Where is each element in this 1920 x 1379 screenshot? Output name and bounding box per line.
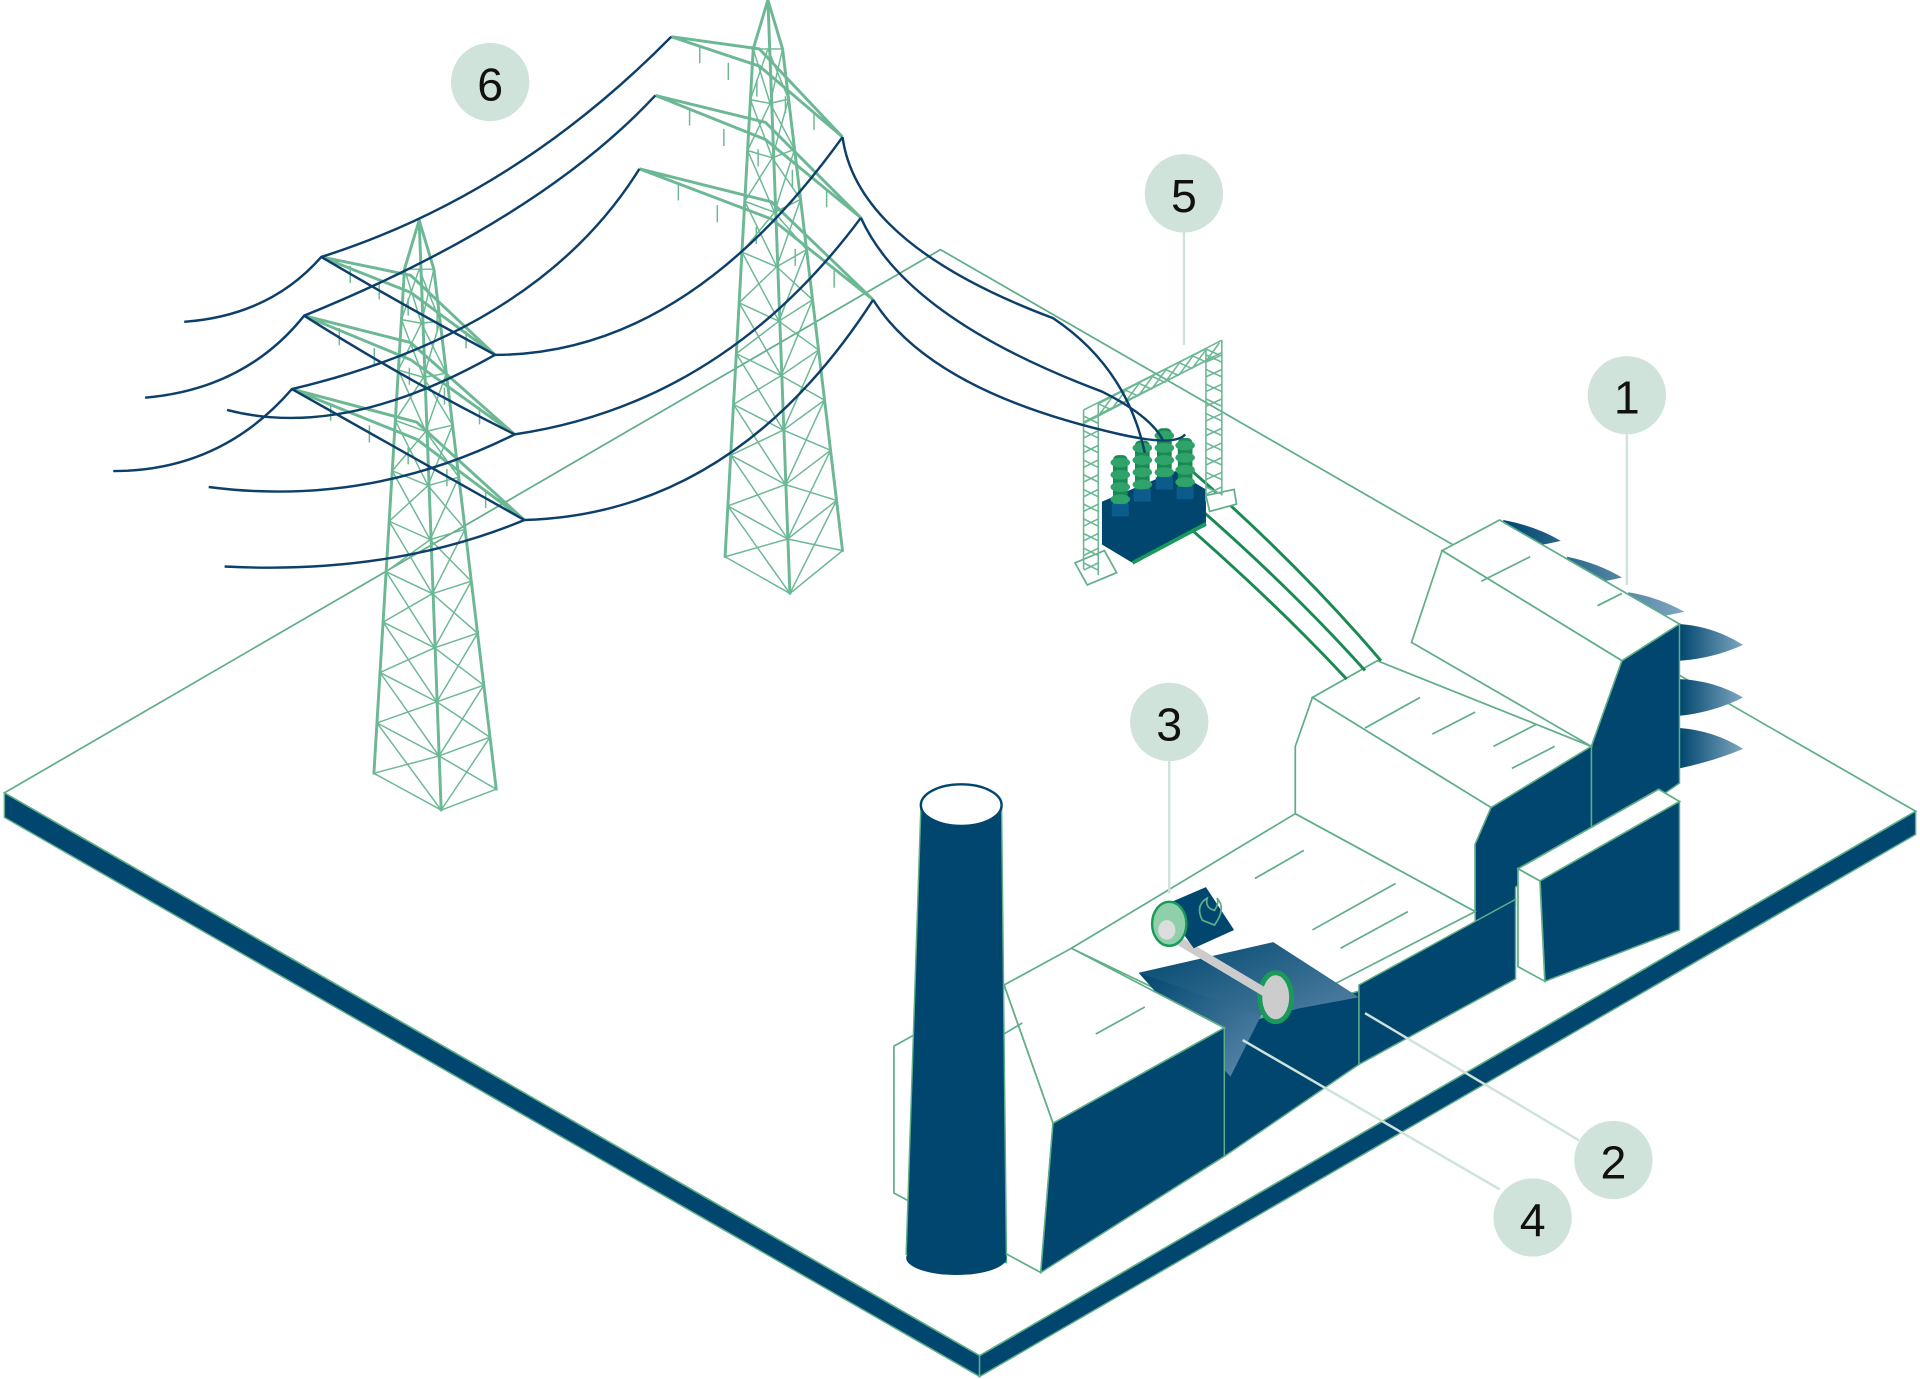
transformer-bushing — [1175, 438, 1195, 500]
badge-1[interactable]: 1 — [1587, 356, 1667, 435]
badge-4[interactable]: 4 — [1493, 1178, 1572, 1257]
badge-3[interactable]: 3 — [1130, 682, 1209, 762]
substation — [1073, 339, 1238, 586]
badge-2[interactable]: 2 — [1574, 1120, 1653, 1200]
substation-gantry — [1082, 339, 1223, 576]
chimney — [905, 783, 1008, 1275]
badge-4-label: 4 — [1520, 1194, 1546, 1246]
badge-1-label: 1 — [1614, 372, 1640, 424]
badge-6-label: 6 — [477, 58, 503, 110]
turbine-shaft-ring — [1257, 970, 1295, 1025]
combustor — [1163, 887, 1235, 949]
transmission-cables — [113, 35, 1187, 569]
transformer-bushing — [1154, 428, 1175, 490]
transmission-tower-far — [638, 0, 875, 595]
generator-building — [1294, 519, 1744, 983]
flame-icon — [1198, 896, 1223, 927]
cooling-fins — [1679, 624, 1744, 769]
badge-3-label: 3 — [1156, 698, 1182, 750]
transformer-bushing — [1110, 455, 1131, 517]
badge-5-label: 5 — [1171, 170, 1197, 222]
leader-lines — [1168, 232, 1629, 1191]
badge-2-label: 2 — [1600, 1136, 1626, 1188]
badge-5[interactable]: 5 — [1144, 154, 1224, 233]
transformer-bushing — [1132, 440, 1153, 502]
badge-6[interactable]: 6 — [450, 42, 530, 122]
